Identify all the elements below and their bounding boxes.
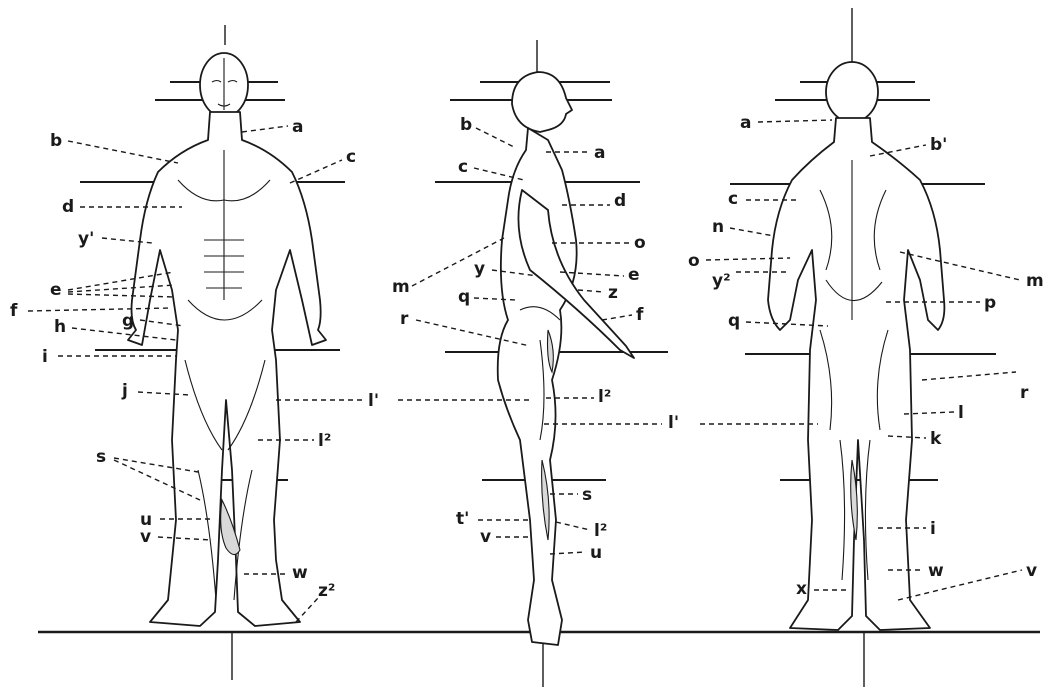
front-label-a: a bbox=[292, 117, 303, 137]
side-label-s: s bbox=[582, 485, 592, 505]
back-label-k: k bbox=[930, 429, 942, 449]
back-label-m: m bbox=[1026, 271, 1044, 291]
front-label-e: e bbox=[50, 280, 62, 300]
front-label-h: h bbox=[54, 317, 66, 337]
side-label-y: y bbox=[474, 259, 485, 279]
back-label-p: p bbox=[984, 293, 996, 313]
front-label-c: c bbox=[346, 147, 356, 167]
back-label-q: q bbox=[728, 311, 740, 331]
side-label-q: q bbox=[458, 287, 470, 307]
front-label-l2: l² bbox=[318, 431, 331, 451]
side-label-a: a bbox=[594, 143, 605, 163]
back-label-o: o bbox=[688, 251, 700, 271]
front-label-w: w bbox=[292, 563, 308, 583]
back-label-l: l bbox=[958, 403, 964, 423]
front-label-y-prime: y' bbox=[78, 229, 94, 249]
side-label-c: c bbox=[458, 157, 468, 177]
side-label-b: b bbox=[460, 115, 472, 135]
front-label-d: d bbox=[62, 197, 74, 217]
front-label-b: b bbox=[50, 131, 62, 151]
side-label-u: u bbox=[590, 543, 602, 563]
front-label-l-prime: l' bbox=[368, 391, 379, 411]
front-figure bbox=[128, 53, 326, 626]
side-figure bbox=[498, 72, 634, 645]
side-label-t-prime: t' bbox=[456, 509, 469, 529]
side-label-l2-upper: l² bbox=[598, 387, 611, 407]
back-label-w: w bbox=[928, 561, 944, 581]
back-label-c: c bbox=[728, 189, 738, 209]
back-label-y2: y² bbox=[712, 271, 731, 291]
back-label-n: n bbox=[712, 217, 724, 237]
back-label-x: v bbox=[1026, 561, 1037, 581]
side-label-l-prime: l' bbox=[668, 413, 679, 433]
side-label-o: o bbox=[634, 233, 646, 253]
front-label-i: i bbox=[42, 347, 48, 367]
side-label-f: f bbox=[636, 305, 644, 325]
front-label-s: s bbox=[96, 447, 106, 467]
front-label-g: g bbox=[122, 311, 134, 331]
back-label-b-prime: b' bbox=[930, 135, 947, 155]
side-label-m: m bbox=[392, 277, 410, 297]
front-label-f: f bbox=[10, 301, 18, 321]
back-label-r: r bbox=[1020, 383, 1029, 403]
back-label-a: a bbox=[740, 113, 751, 133]
side-label-l2-lower: l² bbox=[594, 521, 607, 541]
front-label-v: v bbox=[140, 527, 151, 547]
back-label-v: x bbox=[796, 579, 807, 599]
side-label-v: v bbox=[480, 527, 491, 547]
front-label-z2: z² bbox=[318, 581, 335, 601]
side-label-d: d bbox=[614, 191, 626, 211]
front-label-j: j bbox=[121, 381, 128, 401]
side-label-z: z bbox=[608, 283, 618, 303]
back-label-i: i bbox=[930, 519, 936, 539]
side-label-e: e bbox=[628, 265, 640, 285]
side-label-r: r bbox=[400, 309, 409, 329]
